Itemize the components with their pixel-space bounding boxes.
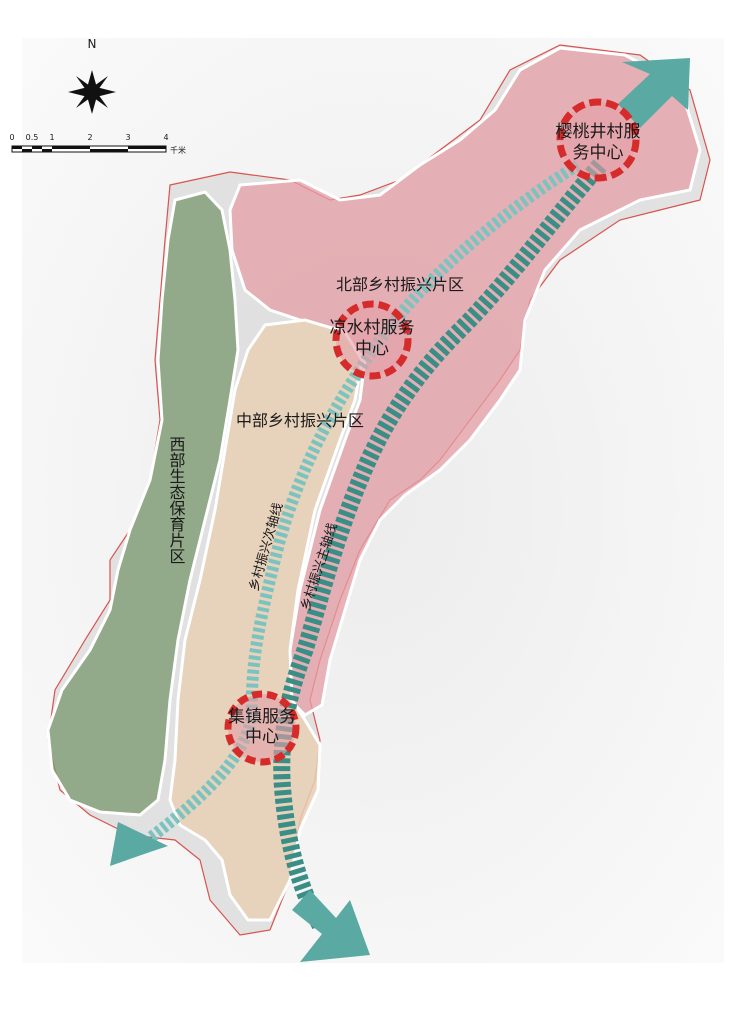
zone-middle-label: 中部乡村振兴片区: [236, 411, 364, 430]
zone-north-label: 北部乡村振兴片区: [336, 275, 464, 294]
north-label: N: [88, 37, 97, 51]
scale-unit: 千米: [170, 145, 186, 155]
center-liangshui-line2: 中心: [355, 339, 389, 359]
scale-tick-3: 2: [87, 133, 92, 142]
center-jizhen-line2: 中心: [245, 727, 279, 747]
scale-tick-1: 0.5: [26, 133, 39, 142]
center-jizhen-line1: 集镇服务: [228, 707, 296, 727]
scale-tick-4: 3: [125, 133, 130, 142]
zone-west-label: 西部生态保育片区: [167, 436, 186, 564]
center-liangshui-line1: 凉水村服务: [330, 318, 415, 338]
arrow-southwest: [110, 822, 168, 866]
scale-tick-5: 4: [163, 133, 168, 142]
north-arrow: N: [68, 37, 116, 114]
scale-tick-2: 1: [49, 133, 54, 142]
center-yingtao-line2: 务中心: [573, 143, 624, 163]
arrow-northeast: [618, 58, 690, 128]
secondary-axis: [146, 159, 582, 843]
scale-bar: 0 0.5 1 2 3 4 千米: [9, 133, 186, 155]
zone-west: [46, 190, 240, 817]
center-liangshui[interactable]: 凉水村服务 中心: [330, 300, 415, 380]
center-jizhen[interactable]: 集镇服务 中心: [224, 690, 300, 766]
zone-middle: [168, 318, 364, 922]
main-axis: [273, 159, 607, 930]
scale-tick-0: 0: [9, 133, 14, 142]
center-yingtao[interactable]: 樱桃井村服 务中心: [556, 98, 641, 182]
arrow-south: [292, 890, 370, 962]
compass-icon: [68, 70, 116, 114]
center-yingtao-line1: 樱桃井村服: [556, 122, 641, 142]
